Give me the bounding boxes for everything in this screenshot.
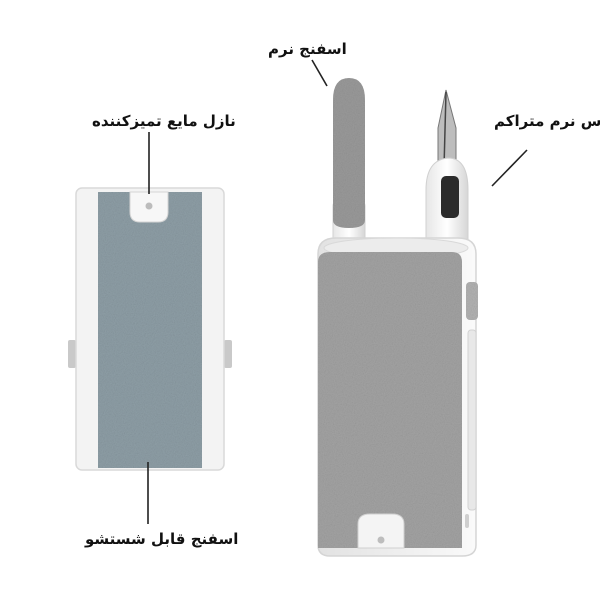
label-nozzle: نازل مایع تمیزکننده <box>92 112 236 130</box>
label-soft-sponge: اسفنج نرم <box>268 40 347 58</box>
leader-line-brush <box>491 149 528 187</box>
side-button-right <box>224 340 232 368</box>
dense-brush <box>441 176 459 218</box>
side-button-left <box>68 340 76 368</box>
perspective-device <box>317 78 478 557</box>
bottom-nozzle-notch <box>357 513 405 549</box>
nozzle-hole <box>145 202 153 210</box>
bottom-nozzle-hole <box>377 536 385 544</box>
side-slider <box>466 282 478 320</box>
side-groove <box>467 329 477 511</box>
metal-pick-edge <box>443 91 447 169</box>
soft-sponge-tip <box>333 78 365 228</box>
label-washable-sponge: اسفنج قابل شستشو <box>85 530 239 548</box>
charge-indicator <box>465 514 469 528</box>
leader-line-soft-sponge <box>311 59 328 87</box>
washable-sponge-panel <box>98 192 202 468</box>
sponge-wrap <box>318 252 462 548</box>
label-brush: برس نرم متراکم <box>494 112 600 130</box>
front-view-device <box>68 187 232 471</box>
